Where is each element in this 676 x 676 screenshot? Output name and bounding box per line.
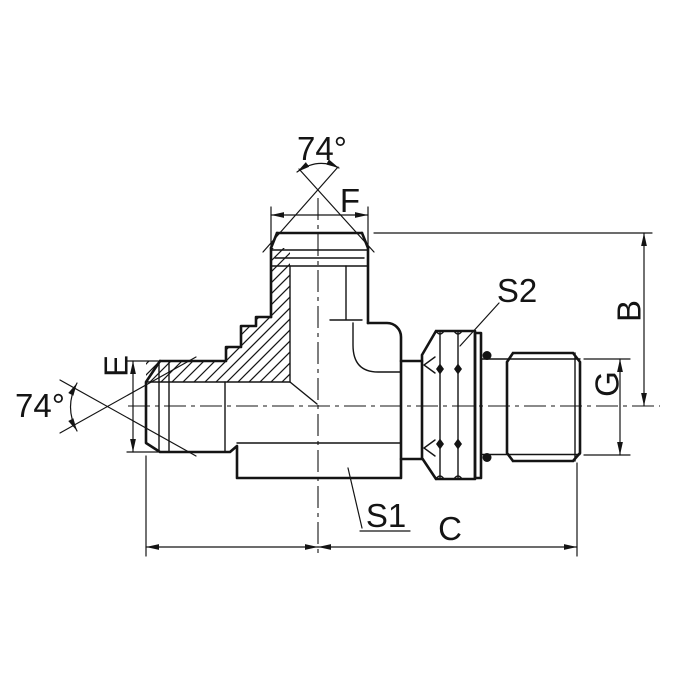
label-f: F (340, 182, 360, 219)
label-b: B (611, 300, 648, 322)
bore-lines (289, 265, 363, 383)
hex-facet-lines (439, 330, 459, 480)
body-outline (144, 321, 403, 480)
label-g: G (589, 371, 626, 397)
flare-cone-construction (59, 159, 375, 457)
thread-runout-lines (270, 249, 369, 267)
top-angle-arc (296, 159, 340, 173)
top-port (269, 231, 370, 405)
blend-fillet (352, 322, 402, 373)
centerlines (128, 198, 660, 558)
stepped-shoulder (158, 315, 273, 363)
section-hatching (146, 248, 290, 382)
label-left-angle: 74° (15, 387, 65, 424)
neck (399, 359, 424, 461)
top-cone-lines (262, 166, 375, 253)
label-top-angle: 74° (297, 130, 347, 167)
label-s1: S1 (366, 497, 406, 534)
stop-flange (473, 331, 483, 480)
hex-nut-s2 (420, 329, 483, 481)
left-angle-arc (68, 382, 78, 432)
label-s2: S2 (497, 272, 537, 309)
dimensions (126, 206, 653, 557)
label-e: E (98, 355, 135, 377)
internal-cone-line (289, 381, 318, 405)
label-c: C (438, 510, 462, 547)
o-ring-bottom (482, 453, 492, 462)
s2-leader (459, 302, 500, 347)
labels: 74° 74° F E B G C S1 S2 (15, 130, 647, 547)
male-thread-g (480, 351, 582, 463)
o-ring-top (482, 351, 492, 360)
s1-leader (347, 467, 411, 532)
body (144, 315, 424, 480)
left-cone-lines (59, 356, 197, 457)
